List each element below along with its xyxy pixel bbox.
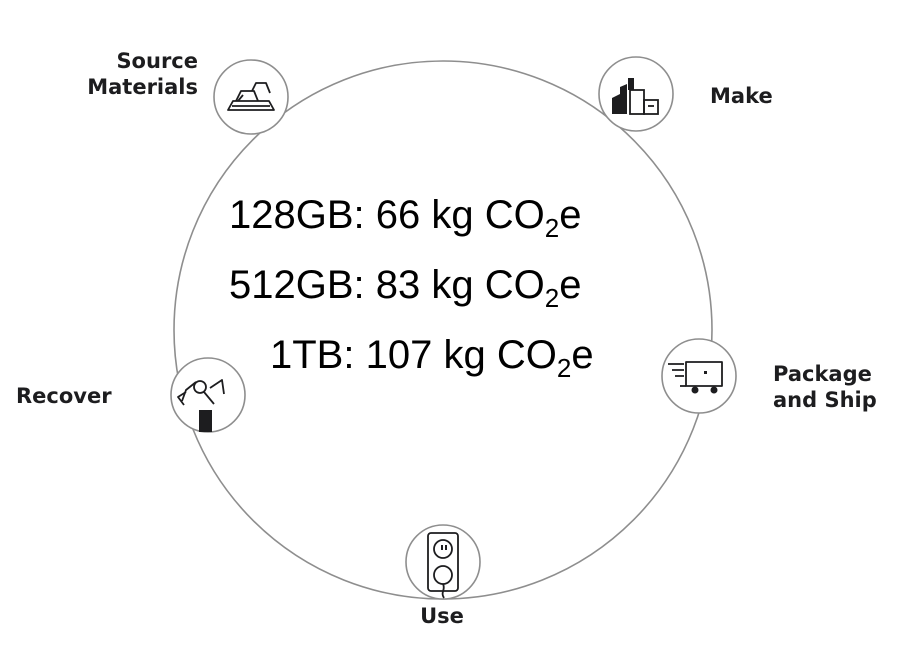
materials-bars-icon (213, 59, 289, 135)
footprint-amount: 83 kg (375, 263, 474, 307)
robot-arm-icon (170, 357, 246, 433)
footprint-unit: CO (484, 193, 545, 237)
stage-label-source-materials: Source Materials (87, 49, 198, 99)
stage-label-package-and-ship: Package and Ship (773, 362, 877, 412)
footprint-unit: CO (484, 263, 545, 307)
lifecycle-ring (173, 60, 713, 600)
footprint-capacity: 1TB: (270, 333, 355, 377)
delivery-truck-icon (661, 338, 737, 414)
stage-label-make: Make (710, 84, 773, 108)
footprint-unit-subscript: 2 (544, 213, 560, 243)
power-outlet-icon (405, 524, 481, 600)
stage-label-use: Use (420, 604, 464, 628)
footprint-unit: CO (496, 333, 557, 377)
footprint-unit-subscript: 2 (556, 353, 572, 383)
footprint-capacity: 128GB: (229, 193, 365, 237)
footprint-capacity: 512GB: (229, 263, 365, 307)
footprint-unit-suffix: e (571, 333, 594, 377)
footprint-unit-subscript: 2 (544, 283, 560, 313)
footprint-amount: 107 kg (365, 333, 486, 377)
footprint-512gb: 512GB: 83 kg CO2e (229, 262, 582, 311)
footprint-unit-suffix: e (559, 193, 582, 237)
footprint-amount: 66 kg (375, 193, 474, 237)
footprint-1tb: 1TB: 107 kg CO2e (270, 332, 594, 381)
stage-label-recover: Recover (16, 384, 112, 408)
footprint-128gb: 128GB: 66 kg CO2e (229, 192, 582, 241)
factory-boxes-icon (598, 56, 674, 132)
footprint-unit-suffix: e (559, 263, 582, 307)
